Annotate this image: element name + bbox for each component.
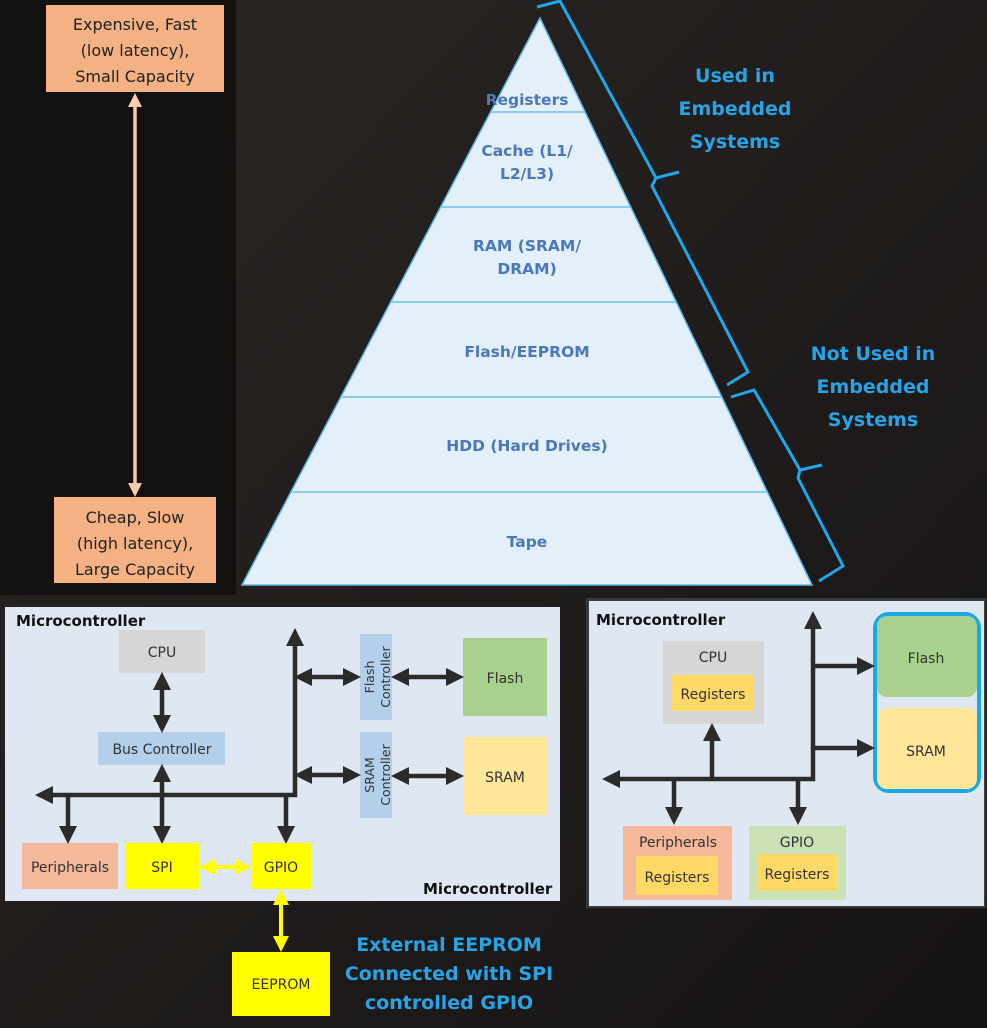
peripherals-label: Peripherals <box>639 835 717 851</box>
pyramid-layer-cache: L2/L3) <box>500 165 554 183</box>
eeprom-label: EEPROM <box>252 977 311 993</box>
flash-label: Flash <box>487 671 524 687</box>
cpu-label: CPU <box>148 645 176 661</box>
not-used-label: Embedded <box>817 376 930 398</box>
not-used-brace-icon <box>730 388 845 583</box>
used-brace-icon <box>536 0 750 387</box>
cheap-slow-box <box>54 497 216 583</box>
gpio-registers-label: Registers <box>765 867 830 883</box>
pyramid-layer-ram: RAM (SRAM/ <box>473 237 581 255</box>
bottom-label-line: (high latency), <box>77 534 193 553</box>
eeprom-box <box>232 952 330 1016</box>
pyramid-dividers <box>290 111 767 493</box>
sram-controller-box <box>360 732 392 818</box>
expensive-fast-box <box>46 5 224 92</box>
bottom-label-line: Cheap, Slow <box>86 508 185 527</box>
pyramid-layer-registers: Registers <box>486 91 569 109</box>
gpio-registers-box <box>757 854 838 891</box>
flash-controller-label: Controller <box>378 645 393 707</box>
bus-arrows <box>602 611 875 825</box>
eeprom-note: External EEPROM <box>356 934 542 956</box>
bottom-label-line: Large Capacity <box>75 560 195 579</box>
flash-controller-label: Flash <box>362 661 377 694</box>
used-label: Systems <box>690 131 780 153</box>
sram-label: SRAM <box>906 744 946 760</box>
pyramid-layer-ram: DRAM) <box>497 260 556 278</box>
eeprom-note: controlled GPIO <box>365 992 533 1014</box>
bus-controller-label: Bus Controller <box>112 742 211 758</box>
pyramid-layer-hdd: HDD (Hard Drives) <box>446 437 608 455</box>
pyramid-layer-flash: Flash/EEPROM <box>464 343 589 361</box>
sram-controller-label: SRAM <box>362 757 377 792</box>
microcontroller-title: Microcontroller <box>16 612 146 630</box>
spi-label: SPI <box>151 860 172 876</box>
peripherals-registers-box <box>636 856 718 895</box>
eeprom-note: Connected with SPI <box>345 963 553 985</box>
bus-arrows <box>35 628 464 844</box>
sram-box <box>877 708 977 789</box>
cpu-label: CPU <box>699 650 727 666</box>
cpu-registers-label: Registers <box>681 687 746 703</box>
not-used-label: Not Used in <box>811 343 936 365</box>
peripherals-label: Peripherals <box>31 860 109 876</box>
used-label: Used in <box>695 65 775 87</box>
flash-box <box>877 616 977 697</box>
microcontroller-footer-title: Microcontroller <box>423 880 553 898</box>
peripherals-box <box>22 843 118 889</box>
pyramid-layer-cache: Cache (L1/ <box>481 142 573 160</box>
scale-panel <box>0 0 236 595</box>
pyramid-layer-tape: Tape <box>507 533 548 551</box>
memory-pyramid: Registers Cache (L1/ L2/L3) RAM (SRAM/ D… <box>240 16 814 586</box>
gpio-box <box>251 843 311 889</box>
used-label: Embedded <box>679 98 792 120</box>
microcontroller-title: Microcontroller <box>596 611 726 629</box>
gpio-label: GPIO <box>264 860 298 876</box>
top-label-line: (low latency), <box>81 41 190 60</box>
spi-box <box>125 843 199 889</box>
cost-speed-scale: Expensive, Fast (low latency), Small Cap… <box>46 5 224 583</box>
peripherals-registers-label: Registers <box>645 870 710 886</box>
left-microcontroller-diagram: Microcontroller Microcontroller CPU Bus … <box>5 607 560 1016</box>
right-microcontroller-diagram: Microcontroller CPU Registers Flash SRAM… <box>586 598 986 908</box>
gpio-label: GPIO <box>780 835 814 851</box>
sram-box <box>463 737 547 815</box>
flash-controller-box <box>360 634 392 720</box>
memory-highlight <box>873 612 981 793</box>
flash-label: Flash <box>908 651 945 667</box>
flash-box <box>463 638 547 716</box>
top-label-line: Small Capacity <box>75 67 194 86</box>
not-used-label: Systems <box>828 409 918 431</box>
top-label-line: Expensive, Fast <box>73 15 197 34</box>
sram-controller-label: Controller <box>378 743 393 805</box>
sram-label: SRAM <box>485 770 525 786</box>
